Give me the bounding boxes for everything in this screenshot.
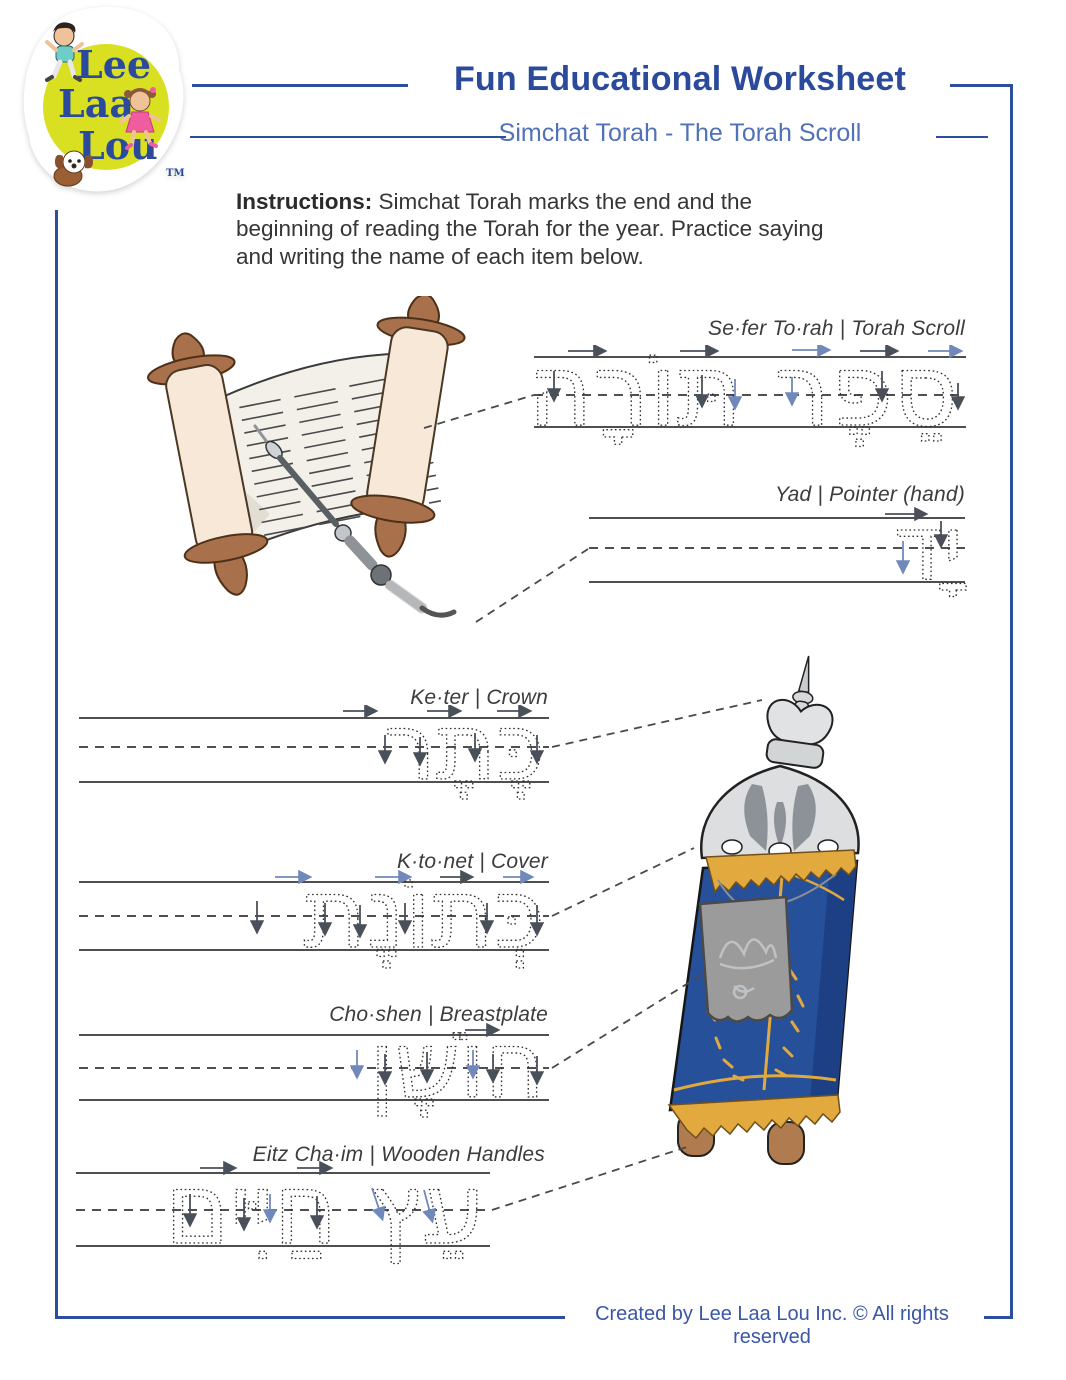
stroke-direction-arrows [885, 506, 949, 575]
stroke-direction-arrows [182, 1160, 437, 1232]
yad-pointer-illustration [253, 424, 457, 618]
footer-rule-right [984, 1316, 1013, 1319]
practice-label-yad: Yad | Pointer (hand) [774, 483, 965, 506]
torah-breastplate-illustration [698, 895, 794, 1023]
stroke-direction-arrows [249, 869, 545, 939]
practice-label-eitz-chaim: Eitz Cha·im | Wooden Handles [252, 1143, 545, 1166]
page-border-left [55, 210, 58, 1318]
page-border-bottom [55, 1316, 565, 1319]
gold-collar-fringe [705, 849, 857, 894]
hebrew-trace-keter: כֶּתֶר [384, 705, 545, 801]
instructions-text: Instructions: Simchat Torah marks the en… [236, 188, 848, 270]
logo-word-lee: Lee [76, 42, 151, 87]
hebrew-trace-yad: יָד [894, 505, 966, 601]
dressed-torah-illustration [667, 655, 860, 1165]
logo-word-laa: Laa [58, 81, 134, 126]
logo-tm: TM [166, 168, 185, 179]
torah-crown-illustration [700, 655, 860, 860]
page-title: Fun Educational Worksheet [453, 60, 907, 98]
practice-block-ktonet: כְּתוֹנֶת [79, 869, 549, 971]
practice-label-keter: Ke·ter | Crown [410, 686, 548, 709]
practice-block-keter: כֶּתֶר [79, 705, 549, 802]
scroll-roller-left [147, 332, 269, 596]
header-rule-right [950, 84, 1012, 87]
practice-label-sefer-torah: Se·fer To·rah | Torah Scroll [708, 317, 965, 340]
stroke-direction-arrows [349, 1022, 545, 1086]
dog-mascot-illustration [53, 150, 93, 187]
gold-hem-fringe [667, 1094, 841, 1140]
footer-credit: Created by Lee Laa Lou Inc. © All rights… [595, 1303, 949, 1348]
practice-block-yad: יָד [589, 505, 967, 602]
hebrew-trace-choshen: חוֹשֶׁן [370, 1022, 545, 1119]
instructions-label: Instructions: [236, 189, 373, 214]
connector-yad-to-practice [475, 548, 589, 623]
page-border-right [1010, 84, 1013, 1318]
hebrew-trace-ktonet: כְּתוֹנֶת [303, 869, 545, 970]
practice-label-ktonet: K·to·net | Cover [396, 850, 548, 873]
practice-block-choshen: חוֹשֶׁן [79, 1022, 549, 1120]
torah-mantle-illustration [667, 849, 859, 1140]
scroll-roller-right [350, 296, 466, 558]
practice-block-eitz-chaim: עֵץ חַיִּים [76, 1160, 490, 1268]
instructions-body: Simchat Torah marks the end and the begi… [236, 189, 824, 269]
header-rule-left [192, 84, 408, 87]
lee-laa-lou-logo: Lee Laa Lou TM [23, 6, 185, 192]
stroke-direction-arrows [343, 705, 545, 767]
practice-label-choshen: Cho·shen | Breastplate [329, 1003, 548, 1026]
hebrew-trace-sefer-torah: סֵפֶר תּוֹרָה [530, 345, 958, 449]
stroke-direction-arrows [546, 345, 966, 411]
page-subtitle: Simchat Torah - The Torah Scroll [498, 119, 862, 147]
girl-mascot-illustration [119, 87, 161, 150]
hebrew-trace-eitz-chaim: עֵץ חַיִּים [165, 1160, 484, 1267]
boy-mascot-illustration [45, 22, 84, 82]
torah-scroll-illustration [147, 296, 466, 618]
practice-block-sefer-torah: סֵפֶר תּוֹרָה [530, 345, 966, 450]
subtitle-rule-right [936, 136, 988, 138]
subtitle-rule-left [190, 136, 506, 138]
